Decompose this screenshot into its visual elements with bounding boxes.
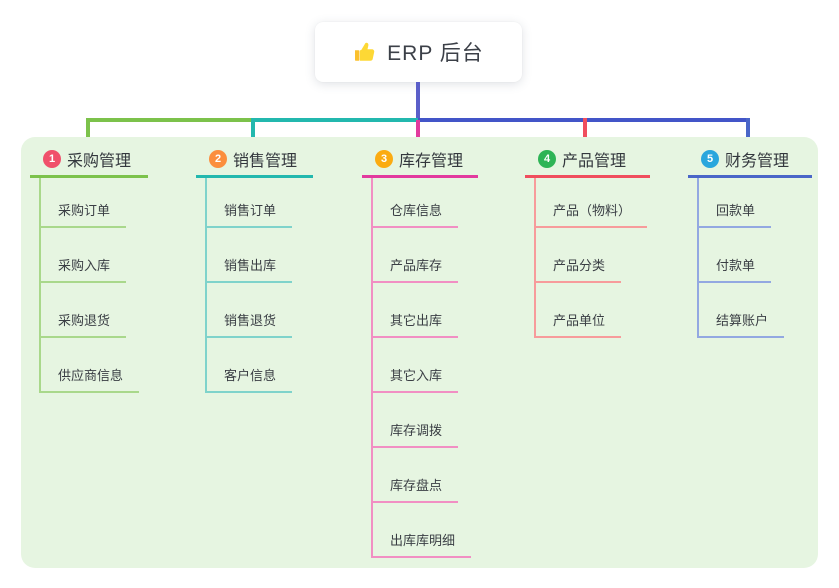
connector-drop-finance (746, 118, 750, 147)
node-item[interactable]: 采购入库 (41, 228, 127, 283)
node-item[interactable]: 库存盘点 (373, 448, 459, 503)
branch-sales: 2 销售管理 销售订单 销售出库 销售退货 客户信息 (196, 146, 313, 393)
branch-product: 4 产品管理 产品（物料） 产品分类 产品单位 (525, 146, 650, 338)
connector-root-drop (416, 82, 420, 119)
branch-number-badge: 1 (43, 149, 61, 168)
branch-finance-header[interactable]: 5 财务管理 (688, 146, 812, 178)
node-item[interactable]: 回款单 (699, 178, 772, 228)
branch-label: 销售管理 (233, 152, 298, 170)
branch-number-badge: 2 (209, 149, 227, 168)
node-item[interactable]: 产品（物料） (536, 178, 648, 228)
node-item[interactable]: 客户信息 (207, 338, 293, 393)
node-item[interactable]: 仓库信息 (373, 178, 459, 228)
branch-inventory: 3 库存管理 仓库信息 产品库存 其它出库 其它入库 库存调拨 库存盘点 出库库… (362, 146, 478, 558)
node-item[interactable]: 采购订单 (41, 178, 127, 228)
node-item[interactable]: 库存调拨 (373, 393, 459, 448)
node-item[interactable]: 产品单位 (536, 283, 622, 338)
branch-label: 采购管理 (67, 152, 132, 170)
branch-sales-children: 销售订单 销售出库 销售退货 客户信息 (205, 178, 293, 393)
node-item[interactable]: 销售订单 (207, 178, 293, 228)
branch-finance-children: 回款单 付款单 结算账户 (697, 178, 785, 338)
branch-number-badge: 4 (538, 149, 556, 168)
node-item[interactable]: 出库库明细 (373, 503, 472, 558)
thumbs-up-icon (353, 40, 377, 64)
node-item[interactable]: 付款单 (699, 228, 772, 283)
branch-label: 财务管理 (725, 152, 790, 170)
connector-drop-inventory (416, 120, 420, 147)
branch-number-badge: 5 (701, 149, 719, 168)
branches-panel (21, 137, 818, 568)
branch-purchase-header[interactable]: 1 采购管理 (30, 146, 148, 178)
node-item[interactable]: 其它入库 (373, 338, 459, 393)
branch-label: 库存管理 (399, 152, 464, 170)
branch-number-badge: 3 (375, 149, 393, 168)
connector-top-left (86, 118, 253, 122)
branch-sales-header[interactable]: 2 销售管理 (196, 146, 313, 178)
branch-purchase-children: 采购订单 采购入库 采购退货 供应商信息 (39, 178, 140, 393)
branch-product-header[interactable]: 4 产品管理 (525, 146, 650, 178)
node-item[interactable]: 销售出库 (207, 228, 293, 283)
node-item[interactable]: 结算账户 (699, 283, 785, 338)
branch-purchase: 1 采购管理 采购订单 采购入库 采购退货 供应商信息 (30, 146, 148, 393)
node-item[interactable]: 产品分类 (536, 228, 622, 283)
connector-top-middle (253, 118, 418, 122)
root-node[interactable]: ERP 后台 (315, 22, 522, 82)
connector-drop-purchase (86, 118, 90, 147)
root-title: ERP 后台 (387, 42, 484, 65)
branch-label: 产品管理 (562, 152, 627, 170)
node-item[interactable]: 供应商信息 (41, 338, 140, 393)
branch-product-children: 产品（物料） 产品分类 产品单位 (534, 178, 648, 338)
branch-finance: 5 财务管理 回款单 付款单 结算账户 (688, 146, 812, 338)
node-item[interactable]: 产品库存 (373, 228, 459, 283)
connector-drop-sales (251, 118, 255, 147)
node-item[interactable]: 采购退货 (41, 283, 127, 338)
connector-drop-product (583, 118, 587, 147)
branch-inventory-children: 仓库信息 产品库存 其它出库 其它入库 库存调拨 库存盘点 出库库明细 (371, 178, 472, 558)
node-item[interactable]: 其它出库 (373, 283, 459, 338)
branch-inventory-header[interactable]: 3 库存管理 (362, 146, 478, 178)
node-item[interactable]: 销售退货 (207, 283, 293, 338)
